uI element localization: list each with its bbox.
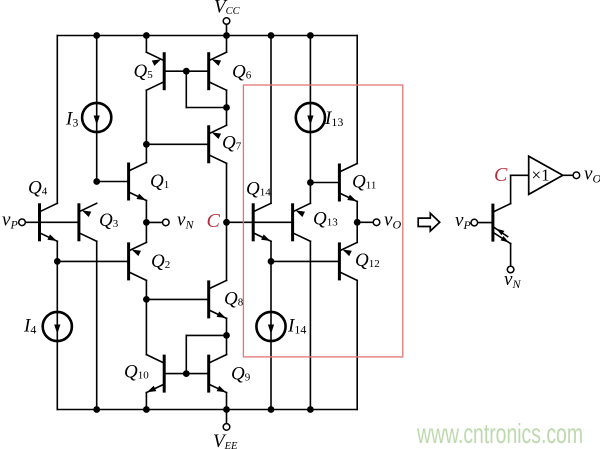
svg-text:×1: ×1	[532, 166, 550, 185]
svg-text:C: C	[494, 164, 508, 186]
svg-text:C: C	[207, 210, 221, 232]
svg-text:I13: I13	[324, 108, 343, 129]
svg-text:www.cntronics.com: www.cntronics.com	[416, 418, 583, 449]
